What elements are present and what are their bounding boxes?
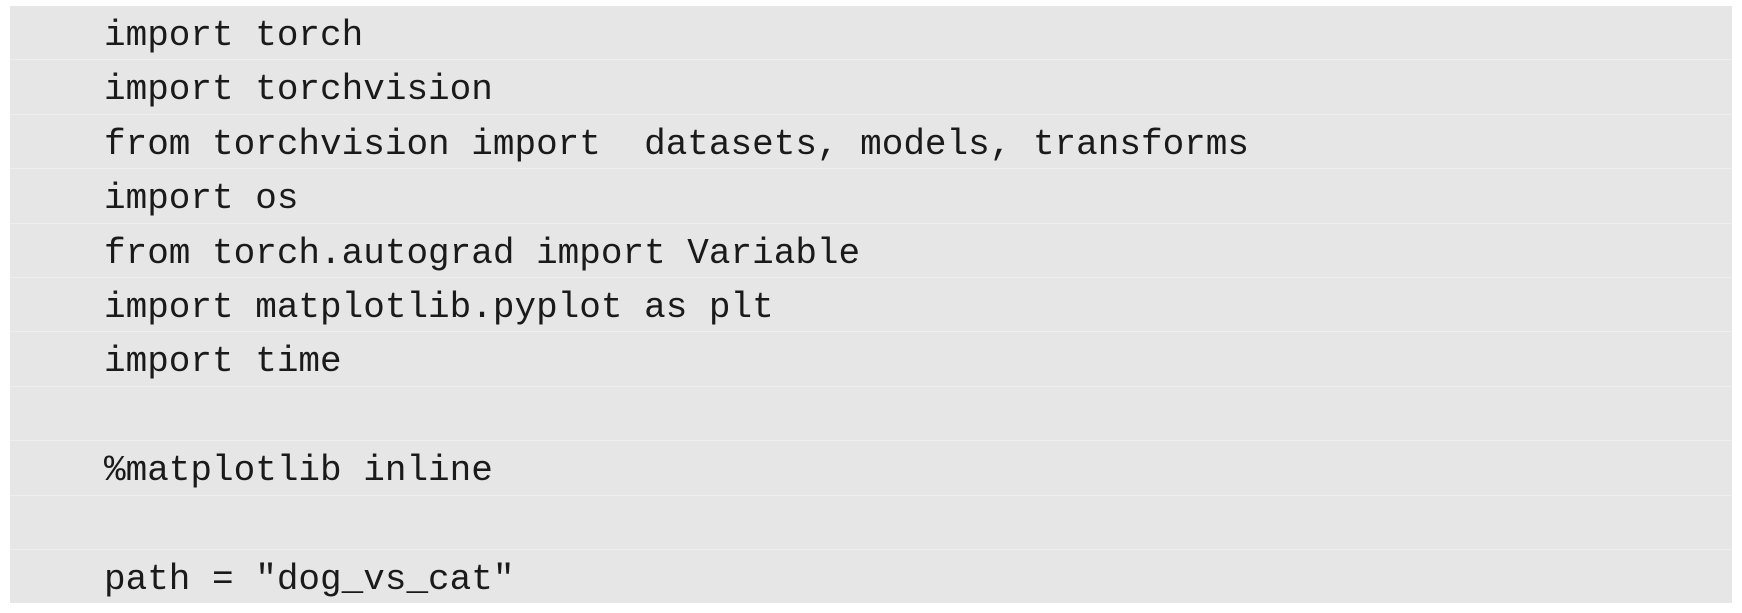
code-line: import matplotlib.pyplot as plt bbox=[10, 278, 1732, 333]
code-line: path = "dog_vs_cat" bbox=[10, 550, 1732, 603]
code-line-text: import time bbox=[104, 341, 342, 383]
code-line: import os bbox=[10, 169, 1732, 224]
code-line: import time bbox=[10, 332, 1732, 387]
code-line-blank bbox=[10, 496, 1732, 550]
code-line: import torch bbox=[10, 6, 1732, 61]
code-line: import torchvision bbox=[10, 60, 1732, 115]
code-line: %matplotlib inline bbox=[10, 441, 1732, 496]
code-line: from torchvision import datasets, models… bbox=[10, 115, 1732, 170]
code-line-text: import torch bbox=[104, 15, 364, 56]
code-line-text: path = "dog_vs_cat" bbox=[104, 558, 515, 600]
code-block: import torch import torchvision from tor… bbox=[10, 6, 1732, 603]
code-line-text: import matplotlib.pyplot as plt bbox=[104, 286, 774, 328]
code-line-blank bbox=[10, 387, 1732, 442]
code-line-text: import torchvision bbox=[104, 69, 493, 111]
code-line: from torch.autograd import Variable bbox=[10, 224, 1732, 278]
code-line-text: %matplotlib inline bbox=[104, 450, 493, 492]
code-line-text: from torch.autograd import Variable bbox=[104, 232, 861, 274]
code-line-text: import os bbox=[104, 178, 299, 220]
code-line-text: from torchvision import datasets, models… bbox=[104, 123, 1249, 165]
